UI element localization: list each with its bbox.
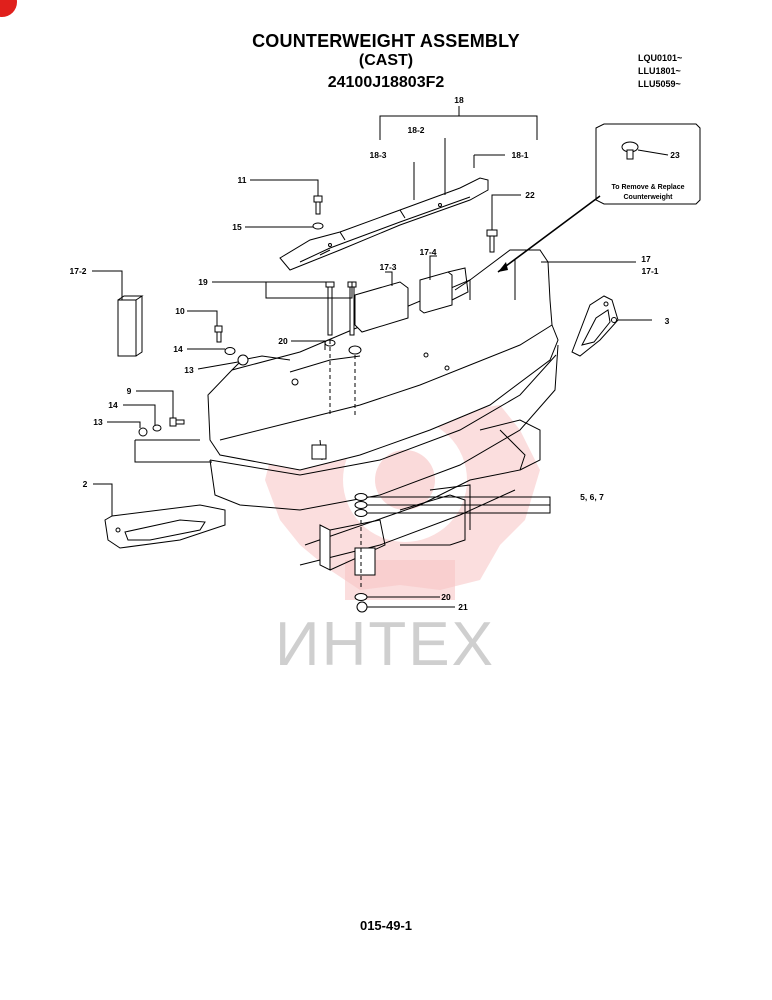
callout-19: 19 bbox=[198, 277, 208, 287]
callout-17-1: 17-1 bbox=[641, 266, 658, 276]
washer-14 bbox=[224, 347, 236, 355]
page-subtitle: (CAST) bbox=[358, 52, 414, 69]
inset-box bbox=[595, 123, 701, 205]
callout-10: 10 bbox=[175, 306, 185, 316]
page-title: COUNTERWEIGHT ASSEMBLY bbox=[252, 31, 520, 51]
callout-5-6-7: 5, 6, 7 bbox=[580, 492, 604, 502]
serial-range: LQU0101~ bbox=[638, 53, 683, 63]
page-number: 015-49-1 bbox=[359, 918, 413, 933]
frame bbox=[299, 419, 541, 576]
serial-range: LLU1801~ bbox=[638, 66, 681, 76]
callout-13: 13 bbox=[93, 417, 103, 427]
callout-13: 13 bbox=[184, 365, 194, 375]
bracket-2 bbox=[104, 504, 226, 549]
assembly-part-number: 24100J18803F2 bbox=[327, 74, 445, 91]
callout-22: 22 bbox=[525, 190, 535, 200]
callout-17-2: 17-2 bbox=[69, 266, 86, 276]
serial-range: LLU5059~ bbox=[638, 79, 681, 89]
nut-13 bbox=[237, 354, 249, 366]
block-17-2 bbox=[117, 299, 137, 357]
callout-18-2: 18-2 bbox=[407, 125, 424, 135]
callout-9: 9 bbox=[127, 386, 132, 396]
callout-11: 11 bbox=[238, 175, 247, 185]
washer-15 bbox=[312, 222, 324, 230]
callout-18: 18 bbox=[454, 95, 464, 105]
callout-18-3: 18-3 bbox=[369, 150, 386, 160]
callout-17-4: 17-4 bbox=[419, 247, 436, 257]
bolt-10 bbox=[214, 325, 223, 343]
bolt-9 bbox=[169, 417, 185, 427]
corner-mark bbox=[0, 0, 17, 17]
callout-17-3: 17-3 bbox=[379, 262, 396, 272]
callout-14: 14 bbox=[173, 344, 183, 354]
callout-15: 15 bbox=[232, 222, 242, 232]
bolt-22 bbox=[486, 229, 498, 253]
callout-20: 20 bbox=[278, 336, 288, 346]
plate-17-4 bbox=[419, 271, 453, 314]
inset-caption-line2: Counterweight bbox=[624, 194, 674, 201]
inset-caption-line1: To Remove & Replace bbox=[611, 184, 684, 191]
callout-17: 17 bbox=[641, 254, 651, 264]
watermark-text: ИНТЕХ bbox=[275, 610, 495, 679]
bolt-11 bbox=[313, 195, 323, 215]
serial-range-list: LQU0101~ LLU1801~ LLU5059~ bbox=[638, 52, 682, 91]
callout-20: 20 bbox=[441, 592, 451, 602]
callout-3: 3 bbox=[665, 316, 670, 326]
callout-21: 21 bbox=[458, 602, 468, 612]
callout-2: 2 bbox=[83, 479, 88, 489]
bracket-3 bbox=[571, 295, 619, 357]
callout-14: 14 bbox=[108, 400, 118, 410]
callout-18-1: 18-1 bbox=[511, 150, 528, 160]
cover-plate-18 bbox=[279, 177, 489, 271]
callout-23: 23 bbox=[670, 150, 680, 160]
plate-17-3 bbox=[354, 281, 409, 333]
